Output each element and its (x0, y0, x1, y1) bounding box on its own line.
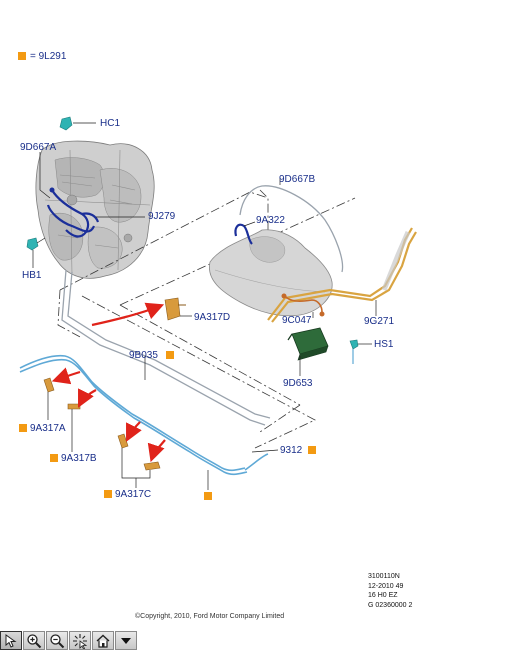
more-options-button[interactable] (115, 631, 137, 650)
fuel-lines-gray (61, 185, 344, 426)
diagram-artwork (19, 116, 417, 490)
dropdown-arrow-icon (121, 637, 131, 644)
label-hs1: HS1 (374, 339, 394, 350)
engine-illustration (35, 140, 155, 279)
label-9a317a-marker (19, 424, 27, 432)
fit-icon (73, 633, 88, 649)
label-9d667b: 9D667B (279, 174, 316, 185)
label-9a317c-marker (104, 490, 112, 498)
clip-9a317c-1 (117, 433, 129, 449)
clip-9a317d (164, 297, 186, 321)
fuel-tank-illustration (209, 229, 333, 317)
meta-line-4: G 02360000 2 (368, 601, 413, 609)
viewer-toolbar (0, 631, 137, 650)
label-9a322: 9A322 (256, 215, 285, 226)
connector-hb1 (26, 237, 39, 251)
connector-hc1 (59, 116, 73, 131)
label-9d667a: 9D667A (20, 142, 57, 153)
label-hb1: HB1 (22, 270, 42, 281)
fuel-line-light-blue (19, 354, 269, 476)
label-9d653: 9D653 (283, 378, 313, 389)
vehicle-outline (57, 189, 356, 449)
label-9312: 9312 (280, 445, 303, 456)
home-button[interactable] (92, 631, 114, 650)
pipe-marker (204, 492, 212, 500)
clip-9a317c-2 (143, 461, 161, 471)
canister-9d653 (287, 327, 329, 361)
select-tool-button[interactable] (0, 631, 22, 650)
zoom-in-button[interactable] (23, 631, 45, 650)
clip-9a317b (67, 403, 81, 410)
label-9c047: 9C047 (282, 315, 312, 326)
connector-9c047 (284, 295, 323, 313)
label-9a317c: 9A317C (115, 489, 152, 500)
zoom-in-icon (27, 633, 42, 648)
label-hc1: HC1 (100, 118, 121, 129)
legend-label: = 9L291 (30, 51, 67, 62)
fit-to-window-button[interactable] (69, 631, 91, 650)
meta-line-3: 16 H0 EZ (368, 592, 398, 599)
label-9a317b: 9A317B (61, 453, 97, 464)
label-9a317a: 9A317A (30, 423, 66, 434)
copyright-notice: ©Copyright, 2010, Ford Motor Company Lim… (135, 613, 285, 620)
label-9a317b-marker (50, 454, 58, 462)
clip-9a317a (43, 377, 55, 393)
zoom-out-icon (50, 633, 65, 648)
label-9b035-marker (166, 351, 174, 359)
zoom-out-button[interactable] (46, 631, 68, 650)
meta-line-2: 12-2010 49 (368, 582, 404, 590)
label-9312-marker (308, 446, 316, 454)
select-icon (5, 633, 17, 648)
red-arrows (51, 302, 166, 463)
engine-fuel-line-blue (46, 189, 100, 238)
meta-line-1: 3100110N (368, 573, 400, 580)
home-icon (96, 634, 110, 648)
legend-swatch (18, 52, 26, 60)
label-9a317d: 9A317D (194, 312, 231, 323)
label-9g271: 9G271 (364, 316, 395, 327)
label-9j279: 9J279 (148, 211, 176, 222)
label-9b035: 9B035 (129, 350, 158, 361)
fuel-system-diagram: = 9L291 HC1 9D667A 9J279 HB1 9D667B 9A32… (18, 51, 417, 620)
connector-hs1 (349, 339, 359, 364)
drawing-metadata: 3100110N 12-2010 49 16 H0 EZ G 02360000 … (368, 572, 412, 610)
